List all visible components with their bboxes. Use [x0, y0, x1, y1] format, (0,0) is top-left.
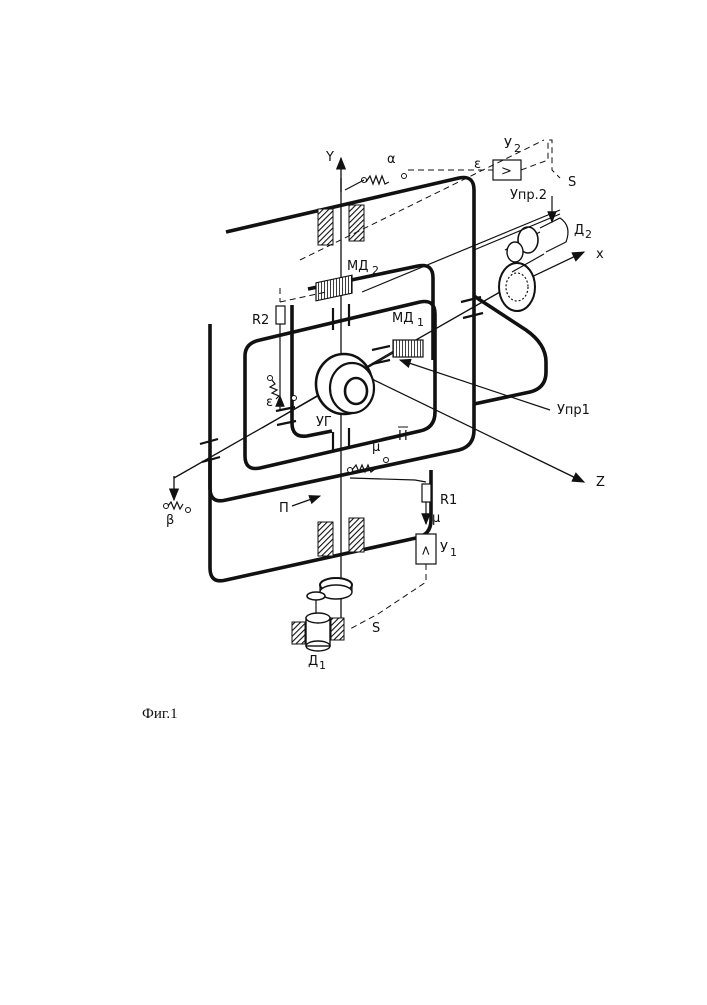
- top-feedback-dashed: [300, 140, 544, 260]
- figure-caption: Фиг.1: [142, 706, 178, 723]
- s-top-label: S: [568, 175, 576, 190]
- amp-u1-sub: 1: [450, 546, 457, 559]
- momentum-h-label: H: [398, 429, 408, 444]
- motor-d2-label: Д: [574, 223, 584, 238]
- resistor-r1: [422, 484, 431, 502]
- amp-u1-symbol: >: [419, 545, 434, 556]
- gyro-rotor: [316, 354, 374, 414]
- control-1-label: Упр1: [557, 403, 590, 418]
- lower-bearing-left: [318, 522, 333, 556]
- alpha-label: α: [387, 152, 396, 167]
- axis-y-label: Y: [325, 150, 334, 165]
- resistor-r2-label: R2: [252, 313, 269, 328]
- platform-p-arrow: [292, 496, 320, 506]
- amp-u1-label: У: [440, 541, 448, 556]
- torque-md1-sub: 1: [417, 316, 424, 329]
- z-axis-arrow: [341, 364, 584, 482]
- torque-md1-label: МД: [392, 311, 413, 326]
- mu-center-label: μ: [372, 440, 380, 455]
- gyro-ug-label: УГ: [316, 415, 332, 430]
- resistor-r2: [276, 306, 285, 324]
- resistor-r1-label: R1: [440, 493, 457, 508]
- amp-u2-label: У: [504, 137, 512, 152]
- axis-z-label: Z: [596, 475, 605, 490]
- bottom-feedback-dashed: [348, 564, 426, 630]
- platform-p-label: П: [279, 501, 289, 516]
- motor-d2-sub: 2: [585, 228, 592, 241]
- torque-motor-md1: [393, 340, 423, 357]
- s-top-dashed-link: [521, 140, 560, 178]
- motor-d1-sub: 1: [319, 659, 326, 672]
- motor-d2-assembly: [499, 196, 568, 311]
- beta-label: β: [166, 513, 174, 528]
- s-bottom-label: S: [372, 621, 380, 636]
- motor-d1-assembly: [292, 578, 352, 651]
- motor-d1-label: Д: [308, 654, 318, 669]
- amp-u2-symbol: >: [501, 164, 512, 179]
- torque-md2-sub: 2: [372, 264, 379, 277]
- torque-md2-label: МД: [347, 259, 368, 274]
- axis-x-label: x: [596, 247, 604, 262]
- upper-bearing-left: [318, 209, 333, 245]
- alpha-sensor: [345, 174, 407, 191]
- beta-sensor: [164, 502, 191, 513]
- epsilon-left-label: ε: [266, 395, 273, 410]
- control-2-label: Упр.2: [510, 188, 547, 203]
- mu-to-r1-line: [350, 478, 426, 482]
- torque-motor-md2: [316, 275, 352, 301]
- mu-lower-label: μ: [432, 511, 440, 526]
- upper-bearing-right: [349, 205, 364, 241]
- lower-bearing-right: [349, 518, 364, 552]
